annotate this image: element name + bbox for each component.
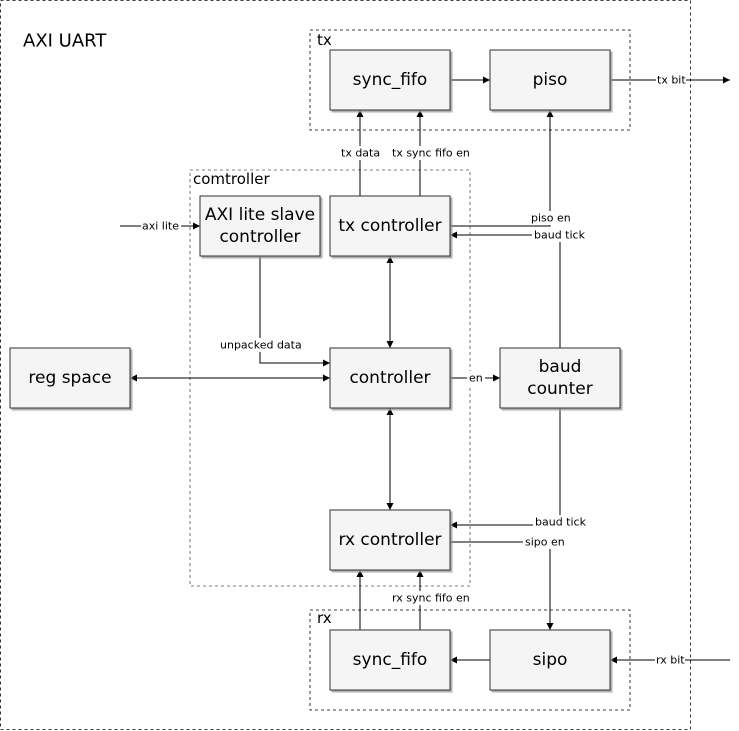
baud-counter-block: baud counter: [499, 347, 621, 409]
tx-group-label: tx: [317, 31, 332, 49]
edge-unpacked-data: [259, 256, 330, 367]
tx-sync-fifo-block: sync_fifo: [329, 49, 451, 111]
label-rx-bit: rx bit: [656, 654, 685, 667]
label-rx-sync-fifo-en: rx sync fifo en: [392, 592, 470, 605]
reg-space-block: reg space: [9, 347, 131, 409]
controller-group-label: comtroller: [193, 170, 270, 188]
tx-controller-block: tx controller: [329, 195, 451, 257]
controller-block: controller: [329, 347, 451, 409]
diagram-title: AXI UART: [23, 31, 107, 52]
label-piso-en: piso en: [531, 212, 571, 225]
axi-lite-slave-label-line1: AXI lite slave: [205, 205, 315, 225]
baud-counter-label-line2: counter: [527, 379, 592, 399]
tx-controller-label: tx controller: [338, 216, 441, 236]
rx-sync-fifo-block: sync_fifo: [329, 629, 451, 691]
piso-block: piso: [489, 49, 611, 111]
label-unpacked-data: unpacked data: [220, 339, 302, 352]
rx-group-label: rx: [317, 609, 332, 627]
piso-label: piso: [533, 70, 568, 90]
label-axi-lite: axi lite: [142, 220, 179, 233]
axi-lite-slave-label-line2: controller: [219, 227, 300, 247]
label-tx-data: tx data: [341, 147, 380, 160]
sipo-block: sipo: [489, 629, 611, 691]
label-baud-tick-rx: baud tick: [535, 516, 587, 529]
label-baud-tick-tx: baud tick: [534, 229, 586, 242]
edge-piso-en: [450, 110, 554, 227]
rx-controller-block: rx controller: [329, 509, 451, 571]
label-sipo-en: sipo en: [525, 536, 565, 549]
label-tx-bit: tx bit: [657, 74, 686, 87]
controller-label: controller: [349, 368, 430, 388]
reg-space-label: reg space: [28, 368, 111, 388]
edge-baud-tick-tx: [450, 231, 561, 348]
edge-baud-tick-rx: [450, 408, 561, 529]
axi-uart-container: [0, 0, 691, 730]
rx-controller-label: rx controller: [338, 530, 441, 550]
baud-counter-label-line1: baud: [539, 357, 582, 377]
axi-lite-slave-controller-block: AXI lite slave controller: [199, 195, 321, 257]
label-en: en: [469, 372, 483, 385]
rx-sync-fifo-label: sync_fifo: [353, 650, 428, 670]
label-tx-sync-fifo-en: tx sync fifo en: [392, 147, 470, 160]
sipo-label: sipo: [533, 650, 568, 670]
edge-sipo-en: [450, 541, 554, 630]
tx-sync-fifo-label: sync_fifo: [353, 70, 428, 90]
